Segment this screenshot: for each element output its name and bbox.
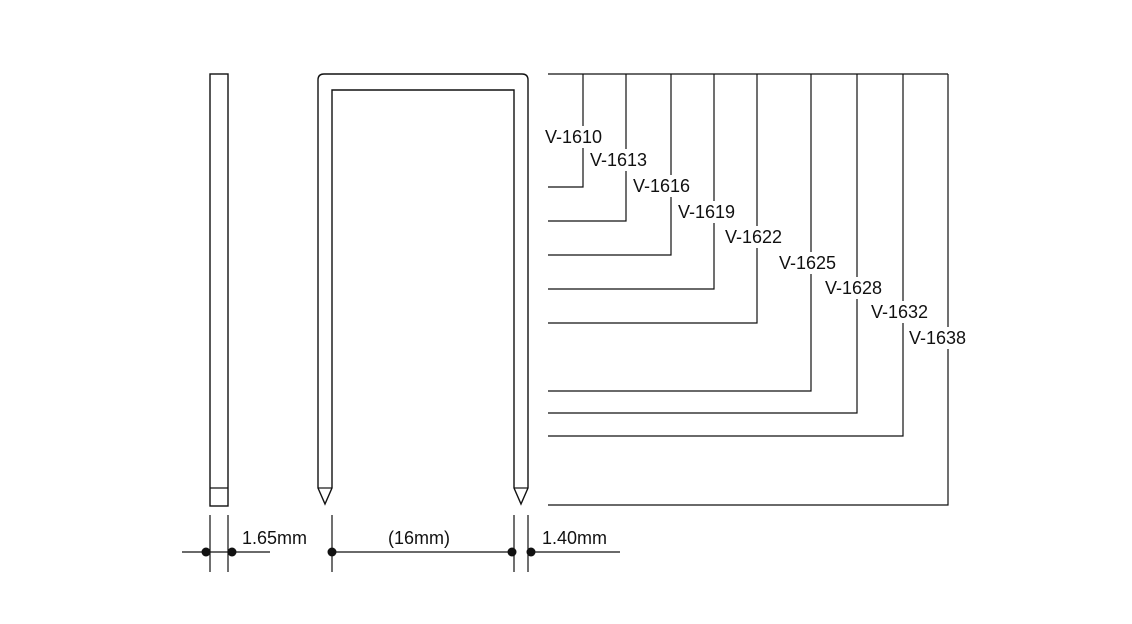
dimension-dot [327,547,337,557]
dimension-annotations: 1.65mm (16mm) 1.40mm [182,515,620,572]
leader-line [548,74,949,506]
dimension-dot [507,547,517,557]
model-label: V-1632 [871,302,928,322]
leader-line [548,74,672,256]
model-label: V-1613 [590,150,647,170]
length-leaders [548,73,949,506]
leader-line [548,74,758,324]
model-label: V-1616 [633,176,690,196]
leader-line [548,74,627,222]
model-label: V-1622 [725,227,782,247]
leader-line [548,74,715,290]
leader-line [548,74,812,392]
dimension-dot [227,547,237,557]
dimension-dot [526,547,536,557]
wire-width-label: 1.40mm [542,528,607,548]
side-view-body [209,73,229,507]
dimension-dot [201,547,211,557]
model-labels: V-1610 V-1613 V-1616 V-1619 V-1622 V-162… [544,126,972,349]
model-label: V-1619 [678,202,735,222]
leader-line [548,74,904,437]
leader-line [548,74,584,188]
model-label: V-1610 [545,127,602,147]
staple-side-view [209,73,229,507]
leader-line [548,74,858,414]
model-label: V-1628 [825,278,882,298]
model-label: V-1638 [909,328,966,348]
staple-outer-outline [317,73,529,506]
crown-width-label: (16mm) [388,528,450,548]
staple-front-view [317,73,529,506]
model-label: V-1625 [779,253,836,273]
thickness-label: 1.65mm [242,528,307,548]
